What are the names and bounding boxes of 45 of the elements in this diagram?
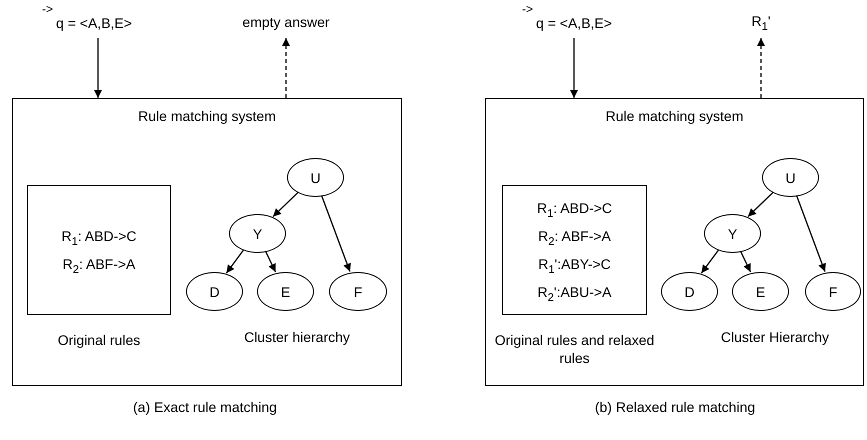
arrow [320,195,351,272]
arrow [748,192,774,218]
box-caption: Original rules and relaxed rules [494,331,656,367]
subfigure-caption: (b) Relaxed rule matching [594,398,756,416]
node-label: U [310,168,321,186]
group-caption: Cluster Hierarchy [720,328,830,346]
rules-box [502,185,647,315]
arrow [740,250,752,272]
arrow [226,250,244,274]
rules-box [27,185,171,315]
node-label: F [828,282,838,300]
arrow [570,38,578,98]
output-text: empty answer [236,8,336,36]
rule-text: R$_{1}$: ABD->C [61,227,137,245]
node-label: Y [252,224,262,242]
rule-text: R$_{1}$: ABD->C [536,199,612,217]
node-label: Y [728,224,738,242]
arrow [282,38,290,98]
query-text: -> q = <A,B,E> [516,0,632,36]
arrow [94,38,102,98]
arrow [272,192,298,218]
node-label: U [785,168,796,186]
arrow [757,38,765,98]
node-label: E [280,282,290,300]
node-label: E [756,282,766,300]
arrow [796,195,826,272]
box-caption: Original rules [56,331,142,349]
output-text: R$_{1}$' [736,6,786,36]
system-box [12,98,402,386]
box-title: Rule matching system [606,107,744,125]
group-caption: Cluster hierarchy [243,328,351,346]
query-text: -> q = <A,B,E> [36,0,152,36]
node-label: D [684,282,695,300]
subfigure-caption: (a) Exact rule matching [132,398,278,416]
cluster-ellipse [805,272,861,311]
rule-text: R$_{2}$: ABF->A [62,255,136,273]
system-box [485,98,864,386]
rule-text: R$_{2}$: ABF->A [538,227,611,245]
arrow [264,250,276,272]
node-label: F [354,282,362,300]
rule-text: R$_{2}$':ABU->A [538,283,612,301]
node-label: D [209,282,220,300]
box-title: Rule matching system [138,107,276,125]
arrow [700,250,720,274]
rule-text: R$_{1}$':ABY->C [538,255,611,273]
